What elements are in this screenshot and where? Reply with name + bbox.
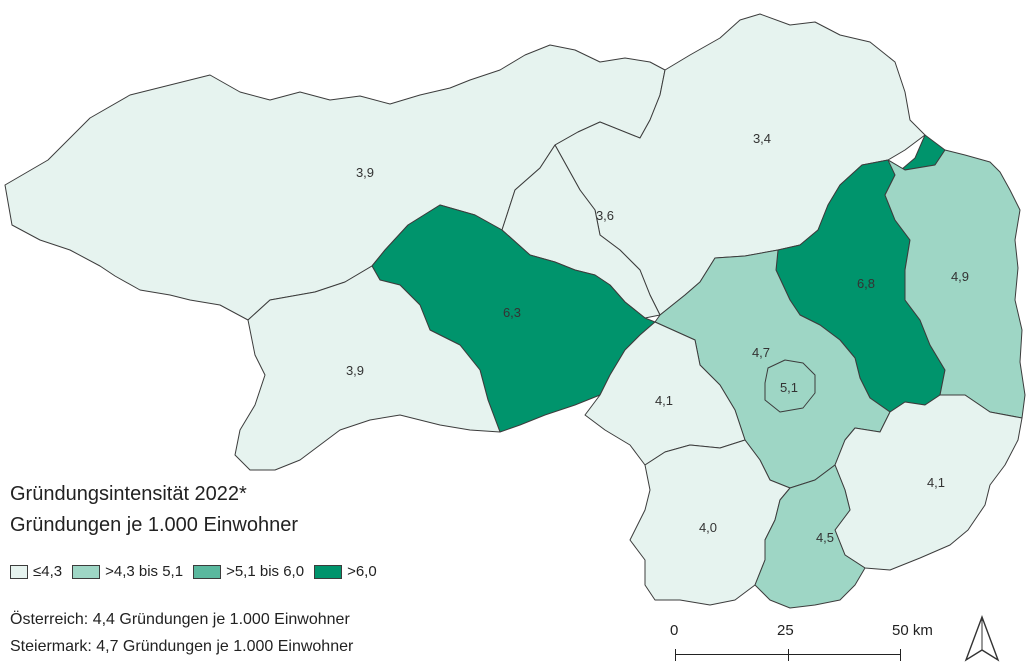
region-label: 4,9	[951, 269, 969, 284]
styria-note: Steiermark: 4,7 Gründungen je 1.000 Einw…	[10, 638, 354, 655]
north-arrow-icon	[964, 615, 1000, 662]
legend-label: ≤4,3	[33, 563, 63, 580]
legend-swatch	[10, 564, 28, 579]
region-labels: 3,9 3,4 3,6 6,3 3,9 6,8 4,9 4,7 5,1 4,1 …	[346, 131, 969, 545]
region-label: 3,9	[346, 363, 364, 378]
region-label: 6,8	[857, 276, 875, 291]
region-label: 4,1	[655, 393, 673, 408]
scale-line	[675, 654, 900, 655]
region-label: 4,5	[816, 530, 834, 545]
region-label: 3,9	[356, 165, 374, 180]
map-subtitle: Gründungen je 1.000 Einwohner	[10, 514, 298, 536]
region-label: 3,6	[596, 208, 614, 223]
scale-tick	[788, 649, 789, 661]
scale-tick	[675, 649, 676, 661]
legend-item: >6,0	[314, 563, 377, 580]
region-label: 4,0	[699, 520, 717, 535]
legend-item: ≤4,3	[10, 563, 62, 580]
scale-label-25: 25	[777, 622, 794, 639]
legend-item: >4,3 bis 5,1	[72, 563, 183, 580]
legend-swatch	[314, 564, 343, 579]
region-label: 6,3	[503, 305, 521, 320]
scale-label-0: 0	[670, 622, 679, 639]
legend: ≤4,3 >4,3 bis 5,1 >5,1 bis 6,0 >6,0	[10, 563, 387, 580]
legend-swatch	[72, 564, 101, 579]
scale-tick	[900, 649, 901, 661]
region-hartberg-fuerstenfeld[interactable]	[884, 149, 1026, 419]
region-label: 4,7	[752, 345, 770, 360]
map-title: Gründungsintensität 2022*	[10, 483, 247, 505]
scale-label-50: 50 km	[892, 622, 933, 639]
legend-label: >6,0	[347, 563, 377, 580]
legend-label: >4,3 bis 5,1	[105, 563, 184, 580]
region-label: 3,4	[753, 131, 771, 146]
legend-label: >5,1 bis 6,0	[226, 563, 305, 580]
legend-item: >5,1 bis 6,0	[193, 563, 304, 580]
region-murau[interactable]	[234, 265, 501, 471]
region-graz[interactable]	[764, 359, 816, 413]
region-leibnitz[interactable]	[754, 464, 866, 609]
legend-swatch	[193, 564, 222, 579]
region-label: 4,1	[927, 475, 945, 490]
scale-bar: 0 25 50 km	[670, 622, 933, 662]
austria-note: Österreich: 4,4 Gründungen je 1.000 Einw…	[10, 611, 350, 628]
region-label: 5,1	[780, 380, 798, 395]
